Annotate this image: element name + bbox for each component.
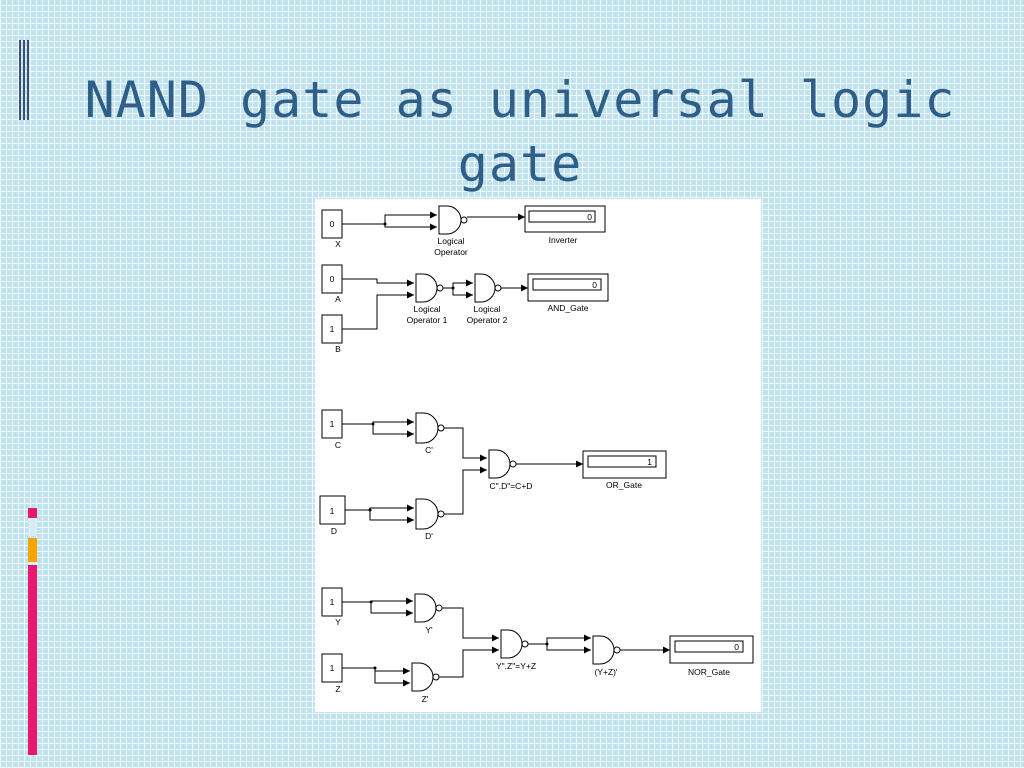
simulink-diagram: 0 X Logical Operator 0 Inverter 0 A 1 B …: [315, 199, 761, 712]
nand-bubble: [437, 424, 445, 432]
wire-c-to-gate-in1: [342, 418, 414, 426]
wire-d-to-gate-in1: [345, 504, 414, 512]
display-nor-screen: [674, 640, 744, 653]
wire-junction: [373, 666, 377, 670]
gate-nor-mid-label: Y".Z"=Y+Z: [496, 661, 536, 671]
display-or-label: OR_Gate: [606, 480, 642, 490]
constant-a-value: 0: [330, 274, 335, 284]
left-decoration-strip: [0, 0, 40, 768]
display-and-screen: [532, 278, 602, 291]
nand-gate-d[interactable]: [415, 498, 439, 530]
diagram-canvas: 0 X Logical Operator 0 Inverter 0 A 1 B …: [319, 205, 754, 704]
nand-gate-inverter[interactable]: [438, 205, 462, 235]
display-or-value: 1: [647, 457, 652, 467]
constant-z-label: Z: [335, 684, 340, 694]
wire-y-to-gate-in2: [370, 602, 413, 617]
accent-bar-magenta-tall: [28, 565, 37, 755]
gate-label-line1: Logical: [438, 236, 465, 246]
wire-cnot-to-out: [444, 427, 487, 462]
constant-b-label: B: [335, 344, 341, 354]
nand-bubble: [521, 640, 529, 648]
nand-bubble: [509, 460, 517, 468]
nand-gate-y[interactable]: [414, 593, 437, 623]
display-inverter-screen: [528, 210, 596, 223]
gate-c-label: C': [425, 445, 433, 455]
accent-bar-magenta: [28, 508, 37, 518]
constant-y-value: 1: [330, 597, 335, 607]
wire-junction: [369, 600, 373, 604]
wire-gate1-to-gate2-in2: [452, 288, 473, 299]
wire-junction: [368, 508, 372, 512]
constant-a-label: A: [335, 294, 341, 304]
wire-junction: [371, 422, 375, 426]
gate-label-line2: Operator: [434, 247, 468, 257]
nand-gate-and-1[interactable]: [415, 273, 438, 303]
display-and-label: AND_Gate: [547, 303, 588, 313]
constant-c-label: C: [335, 440, 341, 450]
nand-bubble: [436, 284, 444, 292]
gate2-label-line1: Logical: [474, 304, 501, 314]
nand-bubble: [435, 604, 443, 612]
nand-bubble: [613, 646, 621, 654]
nand-bubble: [432, 673, 440, 681]
nand-gate-or-out[interactable]: [488, 449, 511, 479]
constant-b-value: 1: [330, 324, 335, 334]
wire-junction: [545, 642, 549, 646]
inverter-section: 0 X Logical Operator 0 Inverter: [321, 205, 606, 257]
constant-d-value: 1: [330, 506, 335, 516]
wire-z-to-gate-in2: [374, 668, 410, 687]
constant-x-label: X: [335, 239, 341, 249]
gate-nor-out-label: (Y+Z)': [594, 667, 617, 677]
display-nor-label: NOR_Gate: [688, 667, 730, 677]
wire-x-to-gate-in1: [342, 211, 437, 225]
slide-title: NAND gate as universal logic gate: [84, 71, 956, 193]
nand-bubble: [494, 284, 502, 292]
wire-a-to-gate1: [342, 278, 414, 287]
gate-d-label: D': [425, 531, 433, 541]
wire-gate1-to-gate2-in1: [443, 279, 473, 289]
gate1-label-line2: Operator 1: [407, 315, 448, 325]
wire-ynot-to-mid: [442, 607, 499, 642]
display-inverter-label: Inverter: [549, 235, 578, 245]
display-nor-value: 0: [734, 642, 739, 652]
constant-c-value: 1: [330, 419, 335, 429]
nand-gate-c[interactable]: [415, 412, 439, 444]
gate-or-out-label: C".D"=C+D: [490, 481, 533, 491]
constant-d-label: D: [331, 526, 337, 536]
display-or-screen: [587, 455, 657, 468]
nand-gate-and-2[interactable]: [474, 273, 496, 303]
nand-gate-z[interactable]: [411, 662, 434, 692]
wire-znot-to-mid: [439, 646, 499, 678]
display-and-value: 0: [592, 280, 597, 290]
constant-z-value: 1: [330, 663, 335, 673]
gate-y-label: Y': [425, 625, 433, 635]
constant-y-label: Y: [335, 617, 341, 627]
wire-c-to-gate-in2: [372, 424, 414, 438]
gate2-label-line2: Operator 2: [467, 315, 508, 325]
display-inverter-value: 0: [587, 212, 592, 222]
wire-mid-to-out-in2: [546, 644, 591, 654]
constant-x-value: 0: [330, 219, 335, 229]
nand-gate-nor-out[interactable]: [592, 635, 615, 665]
nand-bubble: [437, 510, 445, 518]
wire-junction: [451, 286, 455, 290]
nand-gate-nor-mid[interactable]: [500, 629, 523, 659]
wire-junction: [383, 222, 387, 226]
gate-z-label: Z': [422, 694, 429, 704]
wire-x-to-gate-in2: [384, 223, 437, 231]
or-section: 1 C C' 1 D D' C".D"=C+D 1 OR_Gate: [319, 409, 667, 541]
nor-section: 1 Y Y' 1 Z Z' Y".Z"=Y+Z (Y+Z)' 0 NOR_Ga: [321, 587, 754, 704]
wire-d-to-gate-in2: [369, 510, 414, 524]
nand-bubble: [460, 216, 468, 224]
wire-mid-to-out-in1: [528, 634, 591, 645]
wire-dnot-to-out: [444, 466, 487, 515]
wire-y-to-gate-in1: [342, 597, 413, 605]
accent-bar-lightblue: [28, 518, 37, 536]
and-section: 0 A 1 B Logical Operator 1 Logical Opera…: [321, 264, 609, 354]
striped-deco-bar: [19, 40, 29, 120]
accent-bar-orange: [28, 538, 37, 562]
gate1-label-line1: Logical: [414, 304, 441, 314]
wire-b-to-gate1: [342, 291, 414, 330]
